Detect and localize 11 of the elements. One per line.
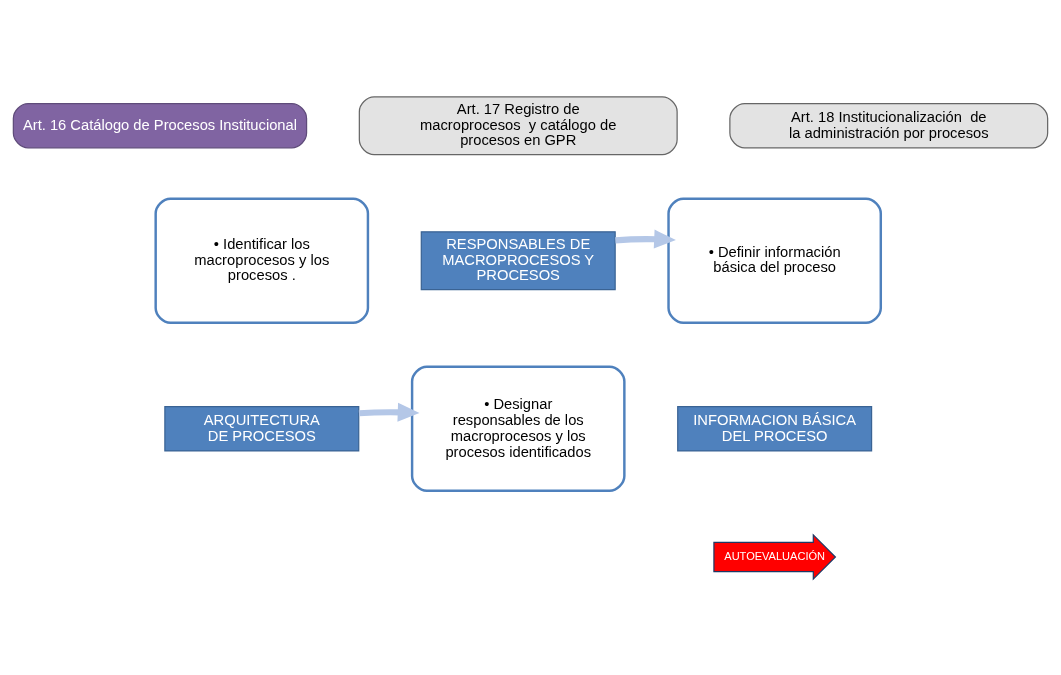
- node-box: • Definir información básica del proceso: [667, 197, 882, 324]
- node-box: RESPONSABLES DE MACROPROCESOS Y PROCESOS: [420, 230, 616, 290]
- node-box: • Identificar los macroprocesos y los procesos .: [154, 197, 370, 324]
- node-box: Art. 18 Institucionalización de la administración por procesos: [729, 102, 1049, 148]
- node-box: Art. 17 Registro de macroprocesos y catálogo de procesos en GPR: [358, 95, 678, 155]
- arrow: [358, 402, 420, 422]
- node-box: ARQUITECTURA DE PROCESOS: [164, 405, 360, 451]
- arrow: [615, 229, 676, 249]
- node-box: • Designar responsables de los macroprocesos y los procesos identificados: [410, 365, 626, 492]
- node-box: Art. 16 Catálogo de Procesos Institucional: [12, 102, 308, 148]
- node-box: INFORMACION BÁSICA DEL PROCESO: [677, 405, 873, 451]
